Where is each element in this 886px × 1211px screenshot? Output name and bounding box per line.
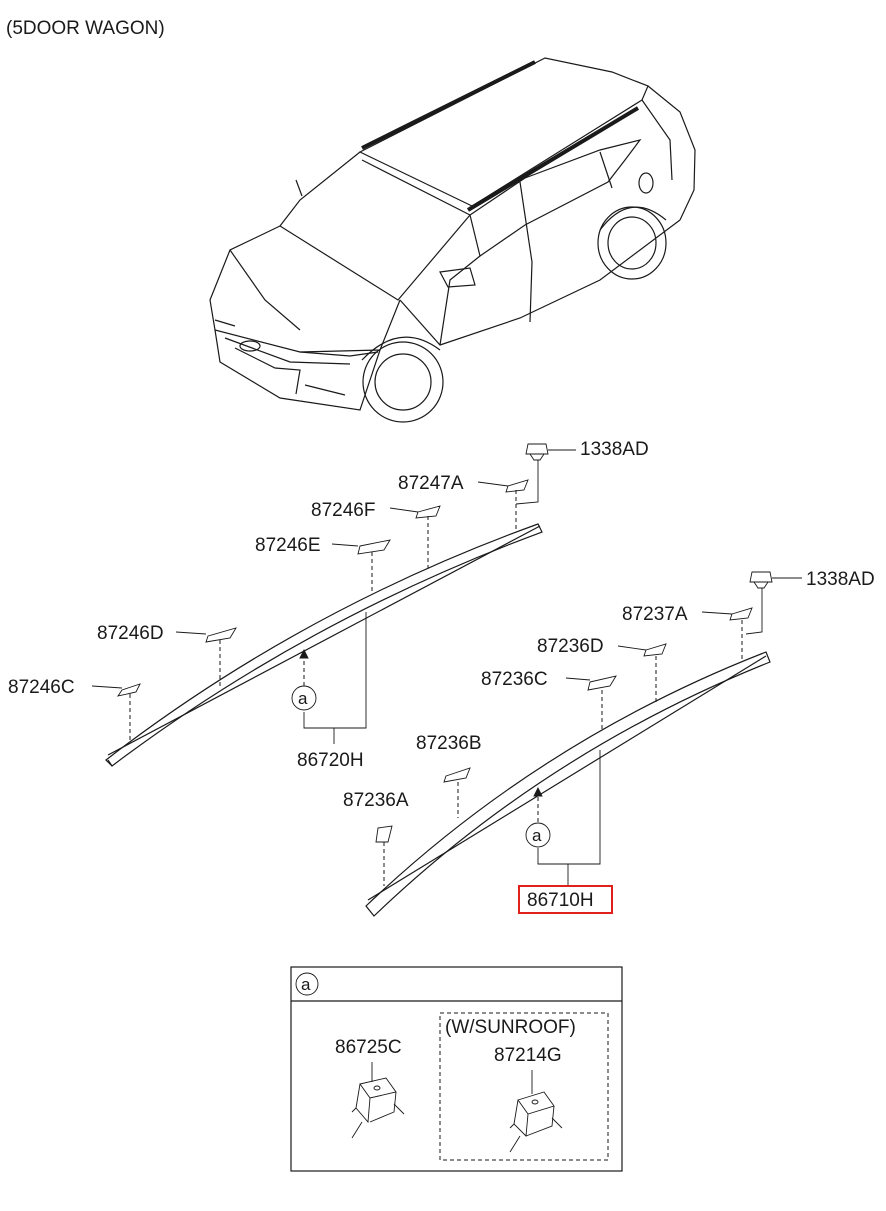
wagon-car-illustration (209, 57, 696, 423)
callout-a-left-text: a (298, 689, 308, 708)
label-87236B: 87236B (416, 733, 482, 754)
label-86720H: 86720H (297, 750, 364, 771)
label-87236A: 87236A (343, 790, 409, 811)
label-87246E: 87246E (255, 535, 321, 556)
callout-a-left (291, 685, 317, 711)
clip-86725C-drawing (351, 1062, 405, 1139)
label-87246C: 87246C (8, 677, 75, 698)
label-86725C: 86725C (335, 1037, 402, 1058)
label-87246D: 87246D (97, 623, 164, 644)
label-87246F: 87246F (311, 500, 375, 521)
label-87247A: 87247A (398, 473, 464, 494)
left-rail-clips (91, 443, 576, 740)
label-1338AD-left: 1338AD (580, 439, 649, 460)
roof-rail-left (105, 523, 543, 767)
highlight-box-86710H (518, 885, 613, 914)
label-bracket-86720H (299, 612, 367, 744)
label-86710H[interactable]: 86710H (527, 890, 594, 911)
callout-a-right-text: a (532, 826, 542, 845)
detail-box-tag: a (301, 975, 311, 994)
sunroof-dashed-box (439, 1012, 609, 1161)
callout-a-right (525, 822, 551, 848)
detail-box: a 86725C (W/SUNROOF) 87214G (290, 966, 623, 1172)
roof-rail-right (365, 651, 771, 917)
label-87236D: 87236D (537, 636, 604, 657)
label-87214G: 87214G (494, 1045, 562, 1066)
label-87236C: 87236C (481, 669, 548, 690)
label-w-sunroof: (W/SUNROOF) (445, 1017, 576, 1038)
diagram-title: (5DOOR WAGON) (6, 18, 165, 39)
right-rail-clips (375, 571, 802, 886)
label-bracket-86710H (533, 750, 601, 886)
label-87237A: 87237A (622, 604, 688, 625)
label-1338AD-right: 1338AD (806, 569, 875, 590)
clip-87214G-drawing (509, 1070, 563, 1153)
